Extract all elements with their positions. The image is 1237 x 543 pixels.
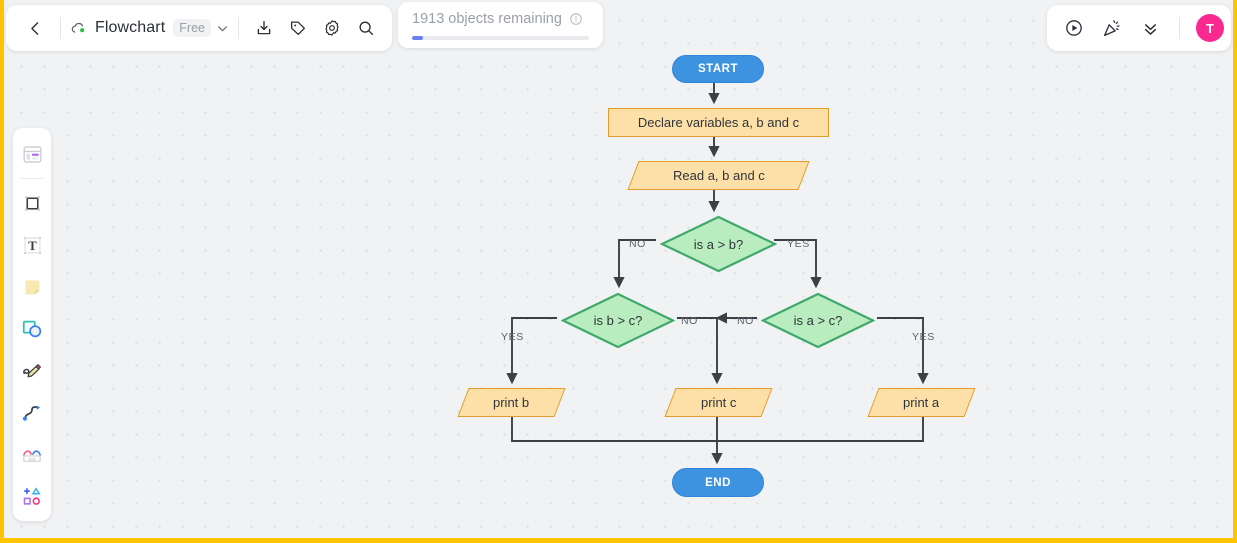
node-print-b[interactable]: print b <box>457 388 566 417</box>
pencil-scribble-icon <box>23 363 42 378</box>
curve-connector-icon <box>22 405 41 421</box>
node-start[interactable]: START <box>672 55 764 83</box>
celebrate-button[interactable] <box>1095 11 1129 45</box>
sticky-note-icon <box>25 280 39 294</box>
search-button[interactable] <box>349 11 383 45</box>
layout-template-icon <box>23 145 41 163</box>
diamond-shape <box>761 292 875 349</box>
settings-button[interactable] <box>315 11 349 45</box>
node-read-input[interactable]: Read a, b and c <box>627 161 810 190</box>
gear-icon <box>325 20 339 36</box>
download-icon <box>257 20 271 35</box>
rail-divider <box>21 178 43 179</box>
collapse-button[interactable] <box>1133 11 1167 45</box>
text-box-icon: T <box>23 236 41 254</box>
diamond-shape <box>660 215 777 273</box>
present-button[interactable] <box>1057 11 1091 45</box>
shapes-icon <box>22 320 42 338</box>
objects-remaining-panel[interactable]: 1913 objects remaining <box>398 2 603 48</box>
tool-connector[interactable] <box>16 393 48 433</box>
info-circle-icon[interactable] <box>569 12 583 26</box>
node-label: print b <box>493 395 530 410</box>
frame-icon <box>24 195 40 211</box>
node-decision-b-gt-c[interactable]: is b > c? <box>561 292 675 349</box>
right-divider <box>1179 17 1180 39</box>
right-action-bar: T <box>1047 5 1231 51</box>
document-title-group[interactable]: Flowchart Free <box>69 19 230 38</box>
node-label: print a <box>903 395 940 410</box>
tool-draw[interactable] <box>16 351 48 391</box>
tool-text[interactable]: T <box>16 225 48 265</box>
objects-progress-fill <box>412 35 423 40</box>
tool-upload[interactable] <box>16 435 48 475</box>
download-button[interactable] <box>247 11 281 45</box>
edge-label-d2-yes: YES <box>501 331 524 343</box>
objects-progress-bar <box>412 35 589 40</box>
header-bar: Flowchart Free <box>6 5 392 51</box>
node-print-a[interactable]: print a <box>867 388 976 417</box>
header-divider-2 <box>237 17 239 39</box>
edge-label-d3-no: NO <box>737 315 754 327</box>
node-label: Read a, b and c <box>672 168 765 183</box>
node-label: print c <box>700 395 737 410</box>
svg-text:T: T <box>28 239 37 253</box>
edge-label-d3-yes: YES <box>912 331 935 343</box>
objects-remaining-row: 1913 objects remaining <box>412 11 589 27</box>
node-print-c[interactable]: print c <box>664 388 773 417</box>
objects-remaining-label: 1913 objects remaining <box>412 10 562 27</box>
canvas-board[interactable]: is a > b? is b > c? is a > c? START END … <box>4 0 1233 538</box>
search-icon <box>359 21 374 36</box>
chevron-down-icon <box>218 25 227 31</box>
chevrons-down-icon <box>1144 23 1156 35</box>
upload-media-icon <box>23 450 41 463</box>
node-declare-variables[interactable]: Declare variables a, b and c <box>608 108 829 137</box>
node-decision-a-gt-b[interactable]: is a > b? <box>660 215 777 273</box>
page-title: Flowchart <box>95 19 166 36</box>
node-label: is a > b? <box>693 236 744 252</box>
tool-more[interactable] <box>16 477 48 517</box>
avatar[interactable]: T <box>1196 14 1224 42</box>
tag-icon <box>290 21 305 36</box>
more-shapes-icon <box>23 487 41 505</box>
node-label: is a > c? <box>793 313 843 328</box>
tool-frame[interactable] <box>16 183 48 223</box>
tag-button[interactable] <box>281 11 315 45</box>
tool-shapes[interactable] <box>16 309 48 349</box>
edge-label-d1-no: NO <box>629 238 646 250</box>
plan-badge: Free <box>173 19 211 37</box>
node-decision-a-gt-c[interactable]: is a > c? <box>761 292 875 349</box>
edge-label-d1-yes: YES <box>787 238 810 250</box>
tool-rail: T <box>13 128 51 521</box>
header-divider-1 <box>60 17 61 39</box>
back-button[interactable] <box>18 11 52 45</box>
title-chevron-button[interactable] <box>215 21 230 36</box>
tool-templates[interactable] <box>16 134 48 174</box>
cloud-saved-icon <box>71 22 85 33</box>
flowchart-connectors <box>506 80 929 465</box>
tool-sticky[interactable] <box>16 267 48 307</box>
node-end[interactable]: END <box>672 468 764 497</box>
edge-label-d2-no: NO <box>681 315 698 327</box>
node-label: is b > c? <box>593 313 643 328</box>
diamond-shape <box>561 292 675 349</box>
party-popper-icon <box>1104 20 1120 36</box>
flowchart-diagram: is a > b? is b > c? is a > c? START END … <box>4 0 1233 538</box>
chevron-left-icon <box>30 21 38 35</box>
play-circle-icon <box>1066 20 1082 36</box>
